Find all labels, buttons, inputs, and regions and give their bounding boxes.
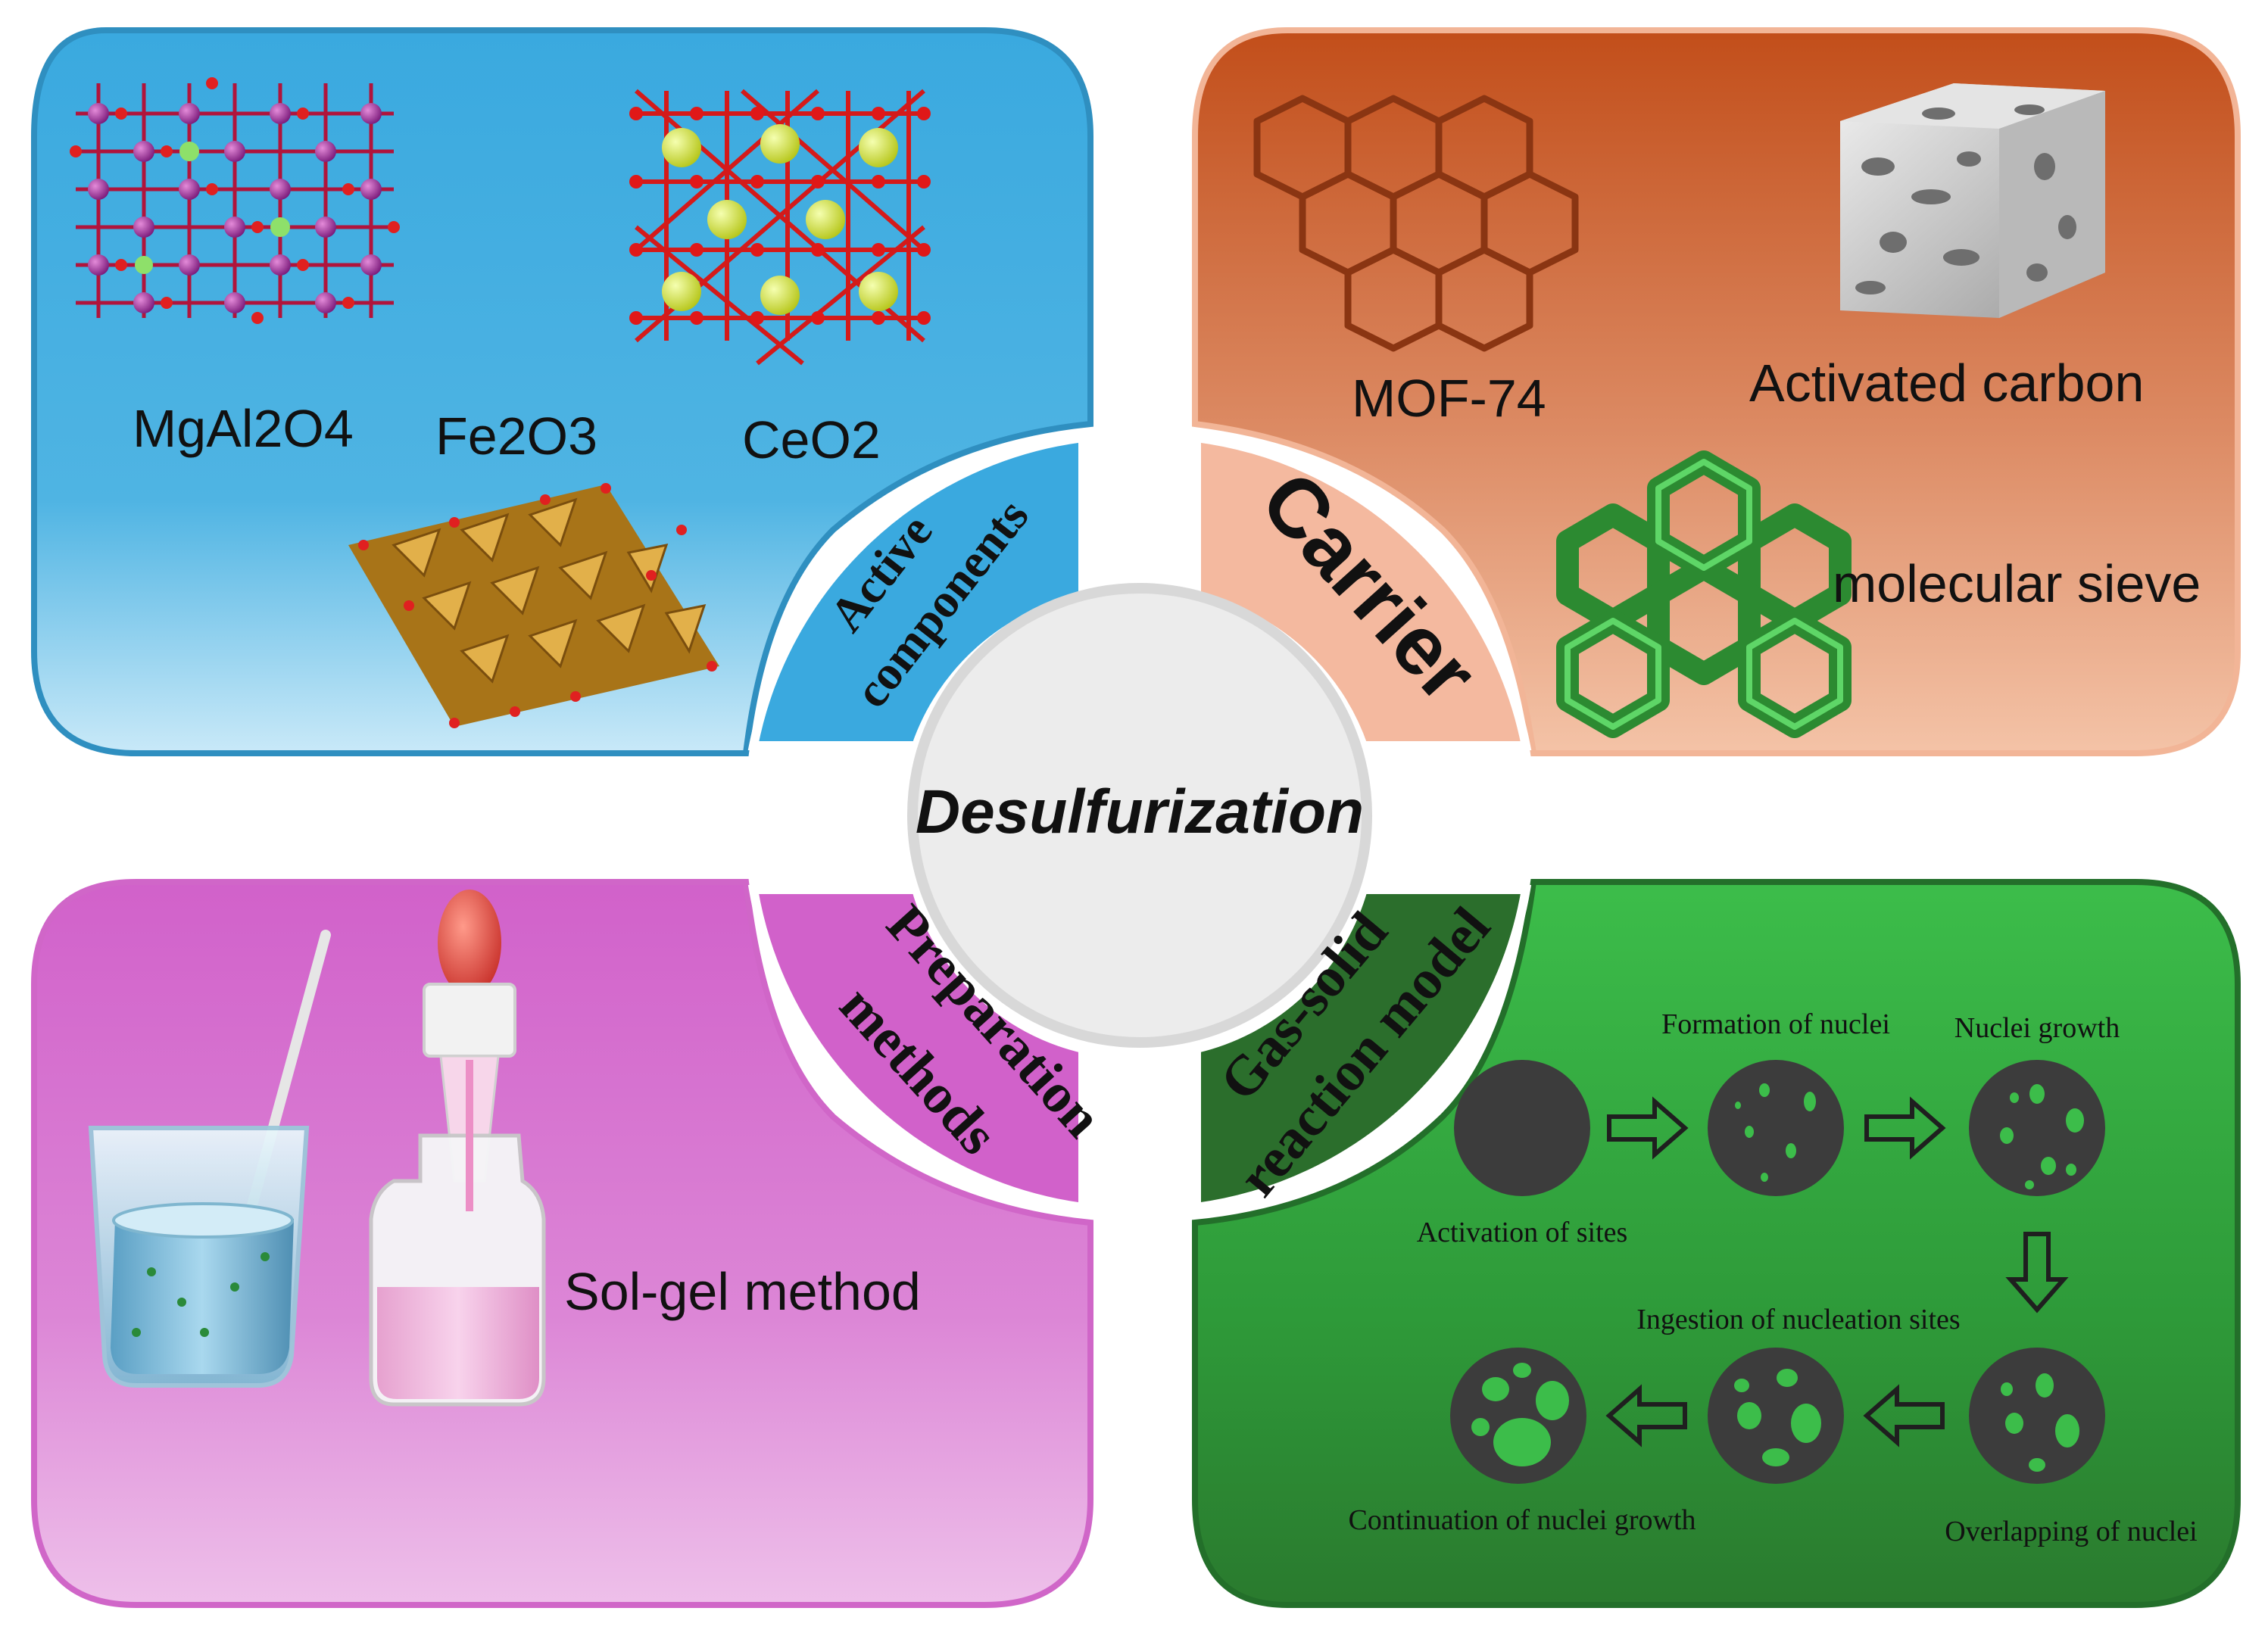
preparation-methods-band bbox=[747, 885, 1087, 1213]
dropper-bottle-illustration bbox=[369, 890, 546, 1407]
arrow-right-2 bbox=[1864, 1096, 1946, 1160]
active-item-mgal2o4: MgAl2O4 bbox=[133, 399, 354, 458]
particle-activation bbox=[1454, 1060, 1590, 1196]
preparation-methods-panel bbox=[31, 879, 1093, 1608]
particle-ingestion bbox=[1708, 1348, 1844, 1484]
mgal2o4-crystal-structure bbox=[70, 77, 400, 324]
center-title: Desulfurization bbox=[916, 777, 1364, 846]
carrier-item-mof74: MOF-74 bbox=[1352, 369, 1546, 428]
particle-continuation bbox=[1450, 1348, 1586, 1484]
particle-growth bbox=[1969, 1060, 2105, 1196]
center-circle bbox=[907, 583, 1372, 1048]
ceo2-crystal-structure bbox=[629, 89, 931, 366]
step-growth-label: Nuclei growth bbox=[1954, 1012, 2120, 1044]
step-ingestion-label: Ingestion of nucleation sites bbox=[1636, 1304, 1960, 1335]
step-activation-label: Activation of sites bbox=[1417, 1217, 1628, 1248]
particle-formation bbox=[1708, 1060, 1844, 1196]
active-item-fe2o3: Fe2O3 bbox=[435, 407, 597, 466]
activated-carbon-block bbox=[1840, 83, 2105, 318]
step-overlapping-label: Overlapping of nuclei bbox=[1945, 1516, 2197, 1547]
fe2o3-crystal-structure bbox=[348, 483, 719, 728]
molecular-sieve-highlight bbox=[1565, 459, 1843, 730]
reaction-model-diagram: Activation of sites Formation of nuclei … bbox=[1348, 1008, 2197, 1547]
active-item-ceo2: CeO2 bbox=[742, 410, 881, 469]
carrier-item-activated-carbon: Activated carbon bbox=[1749, 354, 2144, 413]
step-formation-label: Formation of nuclei bbox=[1661, 1008, 1890, 1040]
mof-74-framework bbox=[1253, 95, 1579, 352]
sol-gel-method-label: Sol-gel method bbox=[564, 1262, 921, 1321]
carrier-item-molecular-sieve: molecular sieve bbox=[1833, 554, 2201, 613]
step-continuation-label: Continuation of nuclei growth bbox=[1348, 1504, 1696, 1536]
arrow-left-1 bbox=[1863, 1384, 1945, 1447]
gas-solid-band bbox=[1192, 885, 1532, 1213]
arrow-right-1 bbox=[1607, 1096, 1689, 1160]
particle-overlapping bbox=[1969, 1348, 2105, 1484]
arrow-down bbox=[2005, 1232, 2069, 1313]
beaker-illustration bbox=[88, 930, 331, 1388]
arrow-left-2 bbox=[1605, 1384, 1687, 1447]
